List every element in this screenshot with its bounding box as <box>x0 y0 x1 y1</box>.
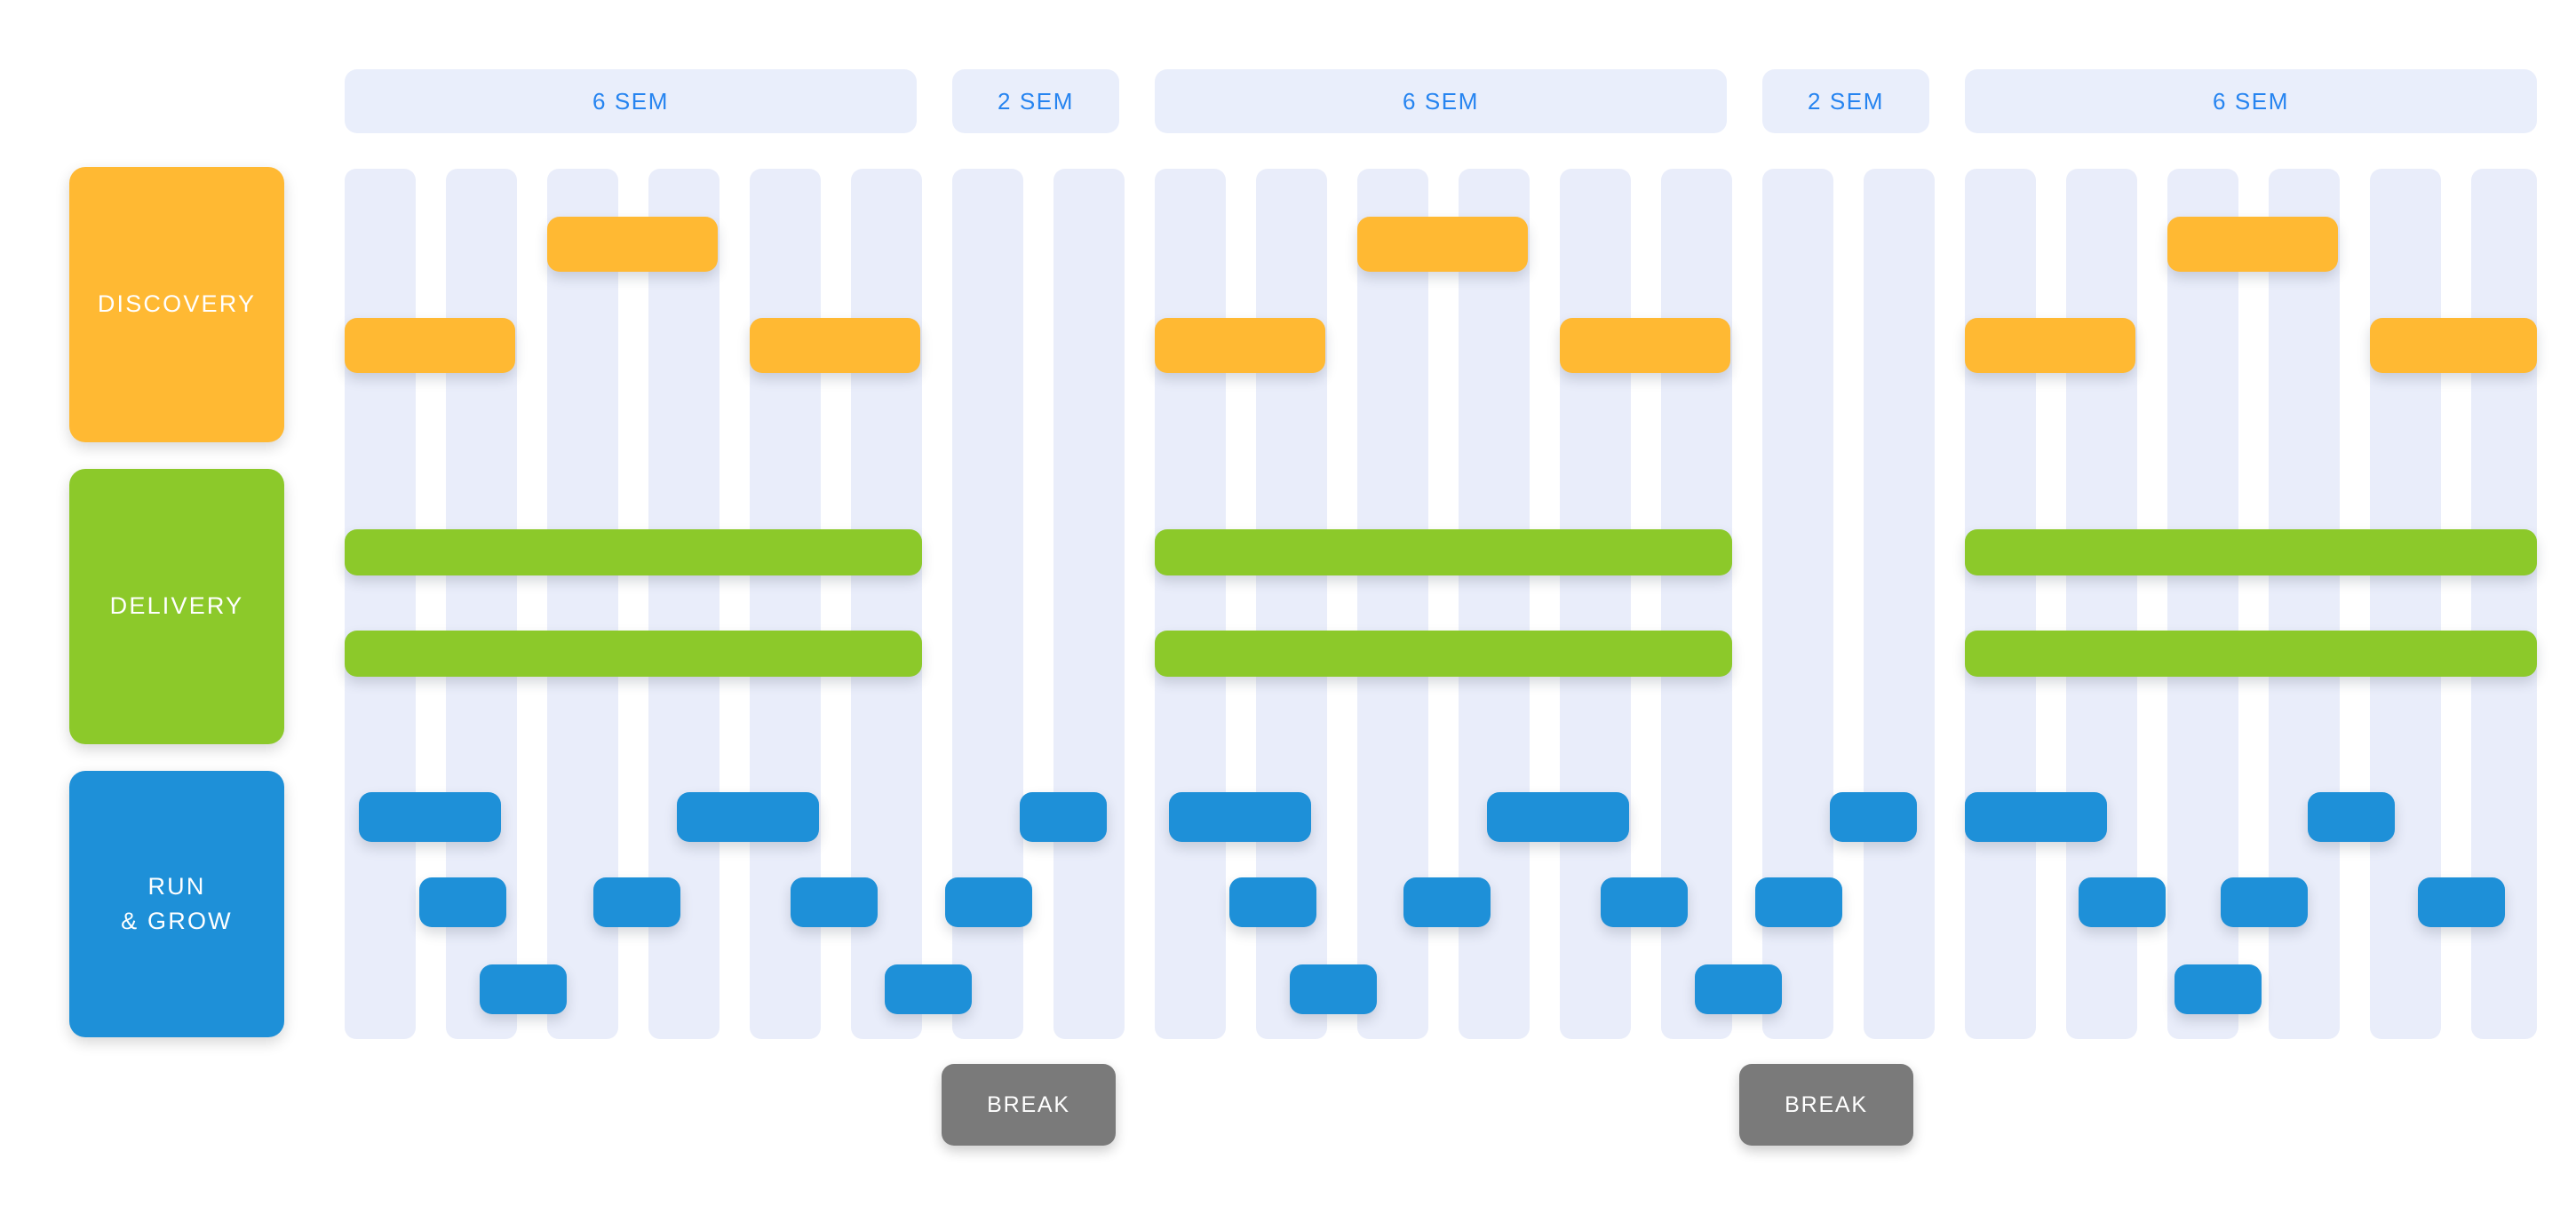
period-header-4[interactable]: 2 SEM <box>1762 69 1929 133</box>
task-bar-run-grow[interactable] <box>1755 877 1842 927</box>
break-chip-1[interactable]: BREAK <box>942 1064 1116 1146</box>
grid-column <box>345 169 416 1039</box>
task-bar-run-grow[interactable] <box>2308 792 2395 842</box>
lane-label-run-grow-line2: & GROW <box>121 908 233 934</box>
task-bar-run-grow[interactable] <box>2079 877 2166 927</box>
period-header-2[interactable]: 2 SEM <box>952 69 1119 133</box>
task-bar-run-grow[interactable] <box>593 877 680 927</box>
period-header-1[interactable]: 6 SEM <box>345 69 917 133</box>
lane-label-run-grow-line1: RUN <box>147 872 206 900</box>
task-bar-delivery[interactable] <box>1155 529 1732 575</box>
task-bar-discovery[interactable] <box>1965 318 2135 373</box>
task-bar-run-grow[interactable] <box>359 792 501 842</box>
task-bar-discovery[interactable] <box>2370 318 2537 373</box>
lane-label-discovery-text: DISCOVERY <box>97 290 257 318</box>
task-bar-run-grow[interactable] <box>1020 792 1107 842</box>
period-header-5[interactable]: 6 SEM <box>1965 69 2537 133</box>
task-bar-run-grow[interactable] <box>2174 964 2262 1014</box>
task-bar-run-grow[interactable] <box>885 964 972 1014</box>
task-bar-delivery[interactable] <box>345 529 922 575</box>
task-bar-discovery[interactable] <box>1357 217 1528 272</box>
lane-label-delivery[interactable]: DELIVERY <box>69 469 284 744</box>
grid-column <box>1155 169 1226 1039</box>
grid-column <box>1053 169 1125 1039</box>
task-bar-run-grow[interactable] <box>480 964 567 1014</box>
task-bar-run-grow[interactable] <box>1695 964 1782 1014</box>
task-bar-run-grow[interactable] <box>419 877 506 927</box>
period-header-3[interactable]: 6 SEM <box>1155 69 1727 133</box>
task-bar-run-grow[interactable] <box>945 877 1032 927</box>
task-bar-run-grow[interactable] <box>677 792 819 842</box>
task-bar-delivery[interactable] <box>1155 631 1732 677</box>
task-bar-run-grow[interactable] <box>1601 877 1688 927</box>
task-bar-discovery[interactable] <box>345 318 515 373</box>
task-bar-discovery[interactable] <box>1560 318 1730 373</box>
period-header-1-label: 6 SEM <box>592 87 670 115</box>
period-header-3-label: 6 SEM <box>1402 87 1480 115</box>
task-bar-run-grow[interactable] <box>2221 877 2308 927</box>
break-chip-2[interactable]: BREAK <box>1739 1064 1913 1146</box>
grid-column <box>1965 169 2036 1039</box>
task-bar-run-grow[interactable] <box>1487 792 1629 842</box>
period-header-2-label: 2 SEM <box>997 87 1075 115</box>
task-bar-delivery[interactable] <box>345 631 922 677</box>
lane-label-delivery-text: DELIVERY <box>109 592 244 620</box>
task-bar-run-grow[interactable] <box>2418 877 2505 927</box>
task-bar-run-grow[interactable] <box>1403 877 1491 927</box>
task-bar-run-grow[interactable] <box>1290 964 1377 1014</box>
task-bar-discovery[interactable] <box>750 318 920 373</box>
task-bar-delivery[interactable] <box>1965 631 2537 677</box>
task-bar-run-grow[interactable] <box>1830 792 1917 842</box>
task-bar-run-grow[interactable] <box>1229 877 1316 927</box>
period-header-4-label: 2 SEM <box>1807 87 1885 115</box>
task-bar-delivery[interactable] <box>1965 529 2537 575</box>
break-chip-1-label: BREAK <box>987 1091 1070 1117</box>
break-chip-2-label: BREAK <box>1785 1091 1868 1117</box>
lane-label-run-grow[interactable]: RUN & GROW <box>69 771 284 1037</box>
task-bar-discovery[interactable] <box>1155 318 1325 373</box>
task-bar-discovery[interactable] <box>547 217 718 272</box>
grid-column <box>1864 169 1935 1039</box>
task-bar-run-grow[interactable] <box>1965 792 2107 842</box>
period-header-5-label: 6 SEM <box>2212 87 2290 115</box>
task-bar-run-grow[interactable] <box>1169 792 1311 842</box>
task-bar-discovery[interactable] <box>2167 217 2338 272</box>
task-bar-run-grow[interactable] <box>791 877 878 927</box>
lane-label-discovery[interactable]: DISCOVERY <box>69 167 284 442</box>
